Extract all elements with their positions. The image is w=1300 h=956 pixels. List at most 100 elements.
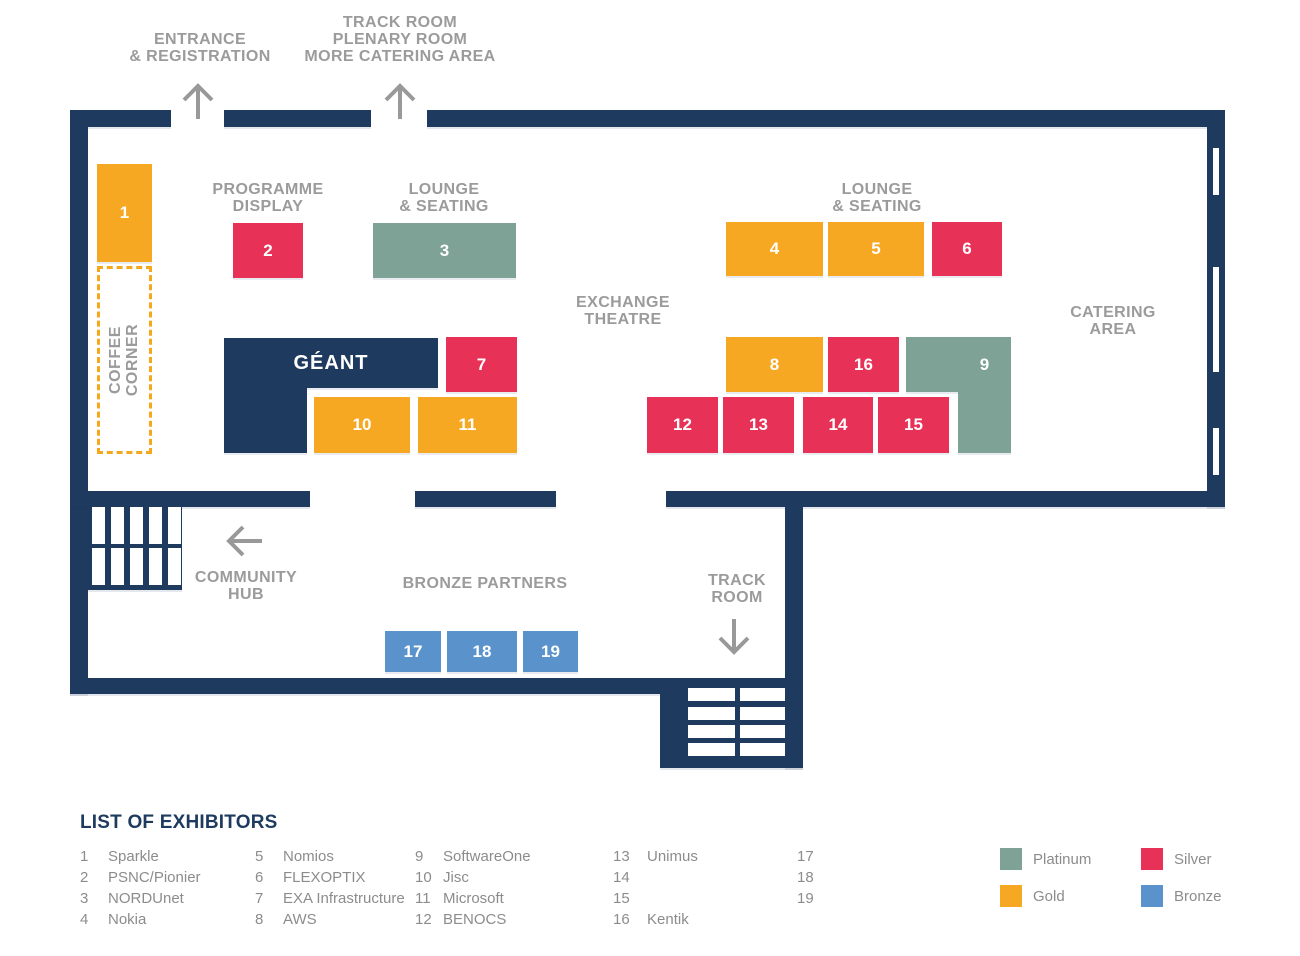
legend-item-gold: Gold: [1000, 885, 1065, 907]
exhibitor-name: EXA Infrastructure: [283, 890, 405, 907]
booth-number: 12: [673, 415, 692, 434]
booth-number: 11: [458, 415, 477, 434]
stair-tread: [111, 507, 124, 544]
stair-tread: [740, 707, 785, 720]
wall-top-right: [427, 110, 1225, 127]
booth-number: 10: [352, 415, 372, 434]
exhibitor-number: 1: [80, 848, 89, 865]
booth-number: 17: [403, 641, 423, 661]
exhibitor-number: 18: [797, 869, 814, 886]
exhibitor-entry: 14: [613, 867, 698, 888]
exhibitor-name: FLEXOPTIX: [283, 869, 366, 886]
exhibitor-name: SoftwareOne: [443, 848, 531, 865]
booth-number: 19: [541, 641, 560, 661]
booth-17: 17: [385, 631, 441, 672]
stair-tread: [688, 725, 735, 738]
door-slot-right-3: [1213, 428, 1219, 475]
booth-number: 4: [769, 239, 780, 258]
stair-tread: [130, 548, 143, 585]
community-hub-stairs: [88, 503, 182, 590]
booth-number: 18: [472, 641, 492, 661]
track-room-exit-bottom-label: TRACK ROOM: [708, 572, 766, 606]
exhibitor-number: 7: [255, 890, 264, 907]
legend-swatch-gold: [1000, 885, 1022, 907]
exhibitor-name: Nokia: [108, 911, 147, 928]
track-room-exit-top-label: TRACK ROOM PLENARY ROOM MORE CATERING AR…: [304, 14, 496, 65]
booth-geant-leg: [224, 388, 307, 453]
coffee-corner-label: COFFEE CORNER: [107, 323, 141, 397]
exhibitor-name: NORDUnet: [108, 890, 184, 907]
legend-label: Platinum: [1033, 850, 1092, 868]
stair-tread: [740, 688, 785, 701]
exhibitor-entry: 15: [613, 888, 698, 909]
stair-tread: [111, 548, 124, 585]
legend-swatch-bronze: [1141, 885, 1163, 907]
booth-13: 13: [723, 397, 794, 453]
up-arrow-icon-entrance: [182, 83, 214, 119]
stair-tread: [740, 743, 785, 756]
exhibitor-name: Microsoft: [443, 890, 504, 907]
booth-9-extension: [906, 337, 958, 392]
lounge-seating-right-label: LOUNGE & SEATING: [832, 181, 922, 215]
geant-label: GÉANT: [293, 351, 369, 374]
legend-swatch-platinum: [1000, 848, 1022, 870]
legend-label: Bronze: [1174, 887, 1222, 905]
exhibitor-entry: 19: [797, 888, 831, 909]
exhibitor-number: 12: [415, 911, 432, 928]
stair-tread: [149, 548, 162, 585]
wall-top-middle: [224, 110, 371, 127]
booth-1: 1: [97, 164, 152, 262]
booth-number: 7: [476, 354, 487, 374]
booth-number: 1: [119, 203, 130, 222]
exhibitor-number: 4: [80, 911, 89, 928]
booth-number: 15: [904, 415, 923, 434]
exhibitor-number: 17: [797, 848, 814, 865]
exhibitor-name: PSNC/Pionier: [108, 869, 201, 886]
stair-tread: [168, 548, 181, 585]
booth-4: 4: [726, 222, 823, 276]
legend-label: Silver: [1174, 850, 1212, 868]
booth-number: 16: [854, 354, 873, 374]
exhibitor-name: Nomios: [283, 848, 334, 865]
down-arrow-icon-track-room: [718, 619, 750, 655]
exhibitor-name: Jisc: [443, 869, 469, 886]
exhibitor-entry: 18: [797, 867, 831, 888]
track-room-stairs: [660, 678, 803, 768]
booth-10: 10: [314, 397, 410, 453]
booth-5: 5: [828, 222, 924, 276]
booth-number: 14: [828, 415, 848, 434]
booth-19: 19: [523, 631, 578, 672]
exhibitor-entry: 9 SoftwareOne: [415, 846, 531, 867]
exhibitor-name: Kentik: [647, 911, 689, 928]
stair-tread: [688, 743, 735, 756]
exchange-theatre-label: EXCHANGE THEATRE: [576, 294, 670, 328]
exhibitor-entry: 7 EXA Infrastructure: [255, 888, 405, 909]
booth-number: 13: [749, 415, 768, 434]
exhibitor-number: 19: [797, 890, 814, 907]
exhibitor-number: 11: [415, 890, 431, 907]
stair-tread: [92, 548, 105, 585]
legend-swatch-silver: [1141, 848, 1163, 870]
exhibitor-number: 14: [613, 869, 630, 886]
exhibitor-number: 9: [415, 848, 424, 865]
booth-14: 14: [803, 397, 873, 453]
coffee-corner-zone: [97, 266, 152, 454]
stair-tread: [149, 507, 162, 544]
catering-area-label: CATERING AREA: [1070, 304, 1156, 338]
community-hub-label: COMMUNITY HUB: [194, 569, 298, 603]
booth-7: 7: [446, 337, 517, 392]
booth-11: 11: [418, 397, 517, 453]
exhibitor-number: 10: [415, 869, 432, 886]
exhibitor-name: AWS: [283, 911, 317, 928]
exhibitor-column-5: 17 18 19: [797, 846, 831, 909]
door-slot-right-2: [1213, 267, 1219, 372]
wall-middle-center: [415, 491, 556, 507]
list-of-exhibitors-title: LIST OF EXHIBITORS: [80, 812, 278, 833]
